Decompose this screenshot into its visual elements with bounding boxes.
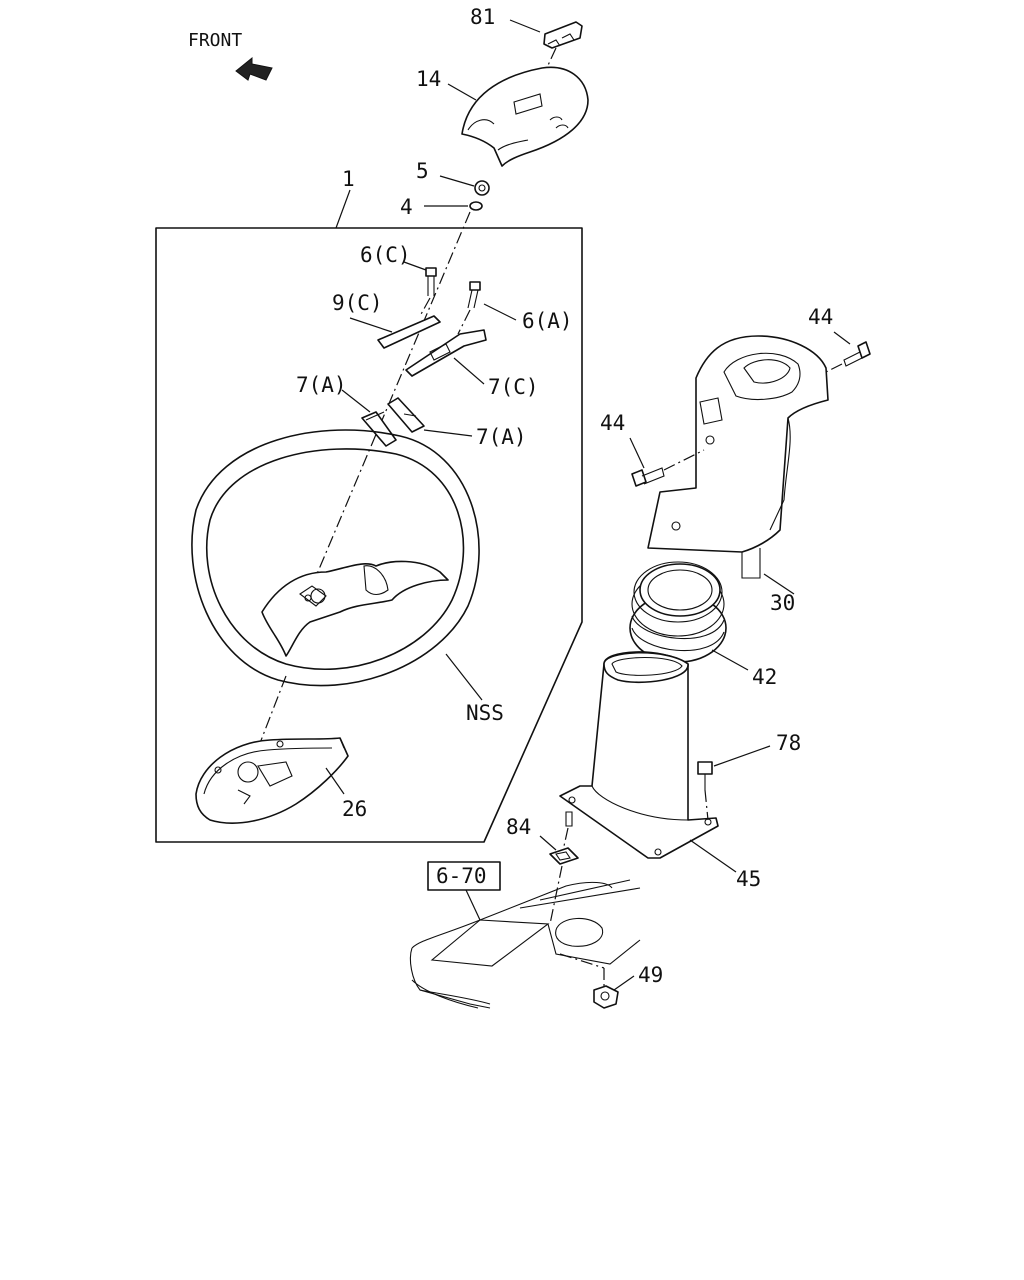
callout-44-left: 44	[600, 411, 625, 435]
part-30-column-cover	[647, 335, 829, 595]
part-7A-left-bracket	[341, 389, 397, 447]
callout-84: 84	[506, 815, 531, 839]
callout-30: 30	[770, 591, 795, 615]
callout-26: 26	[342, 797, 367, 821]
part-84-clip	[539, 811, 579, 925]
callout-4: 4	[400, 195, 413, 219]
callout-7A-left: 7(A)	[296, 373, 347, 397]
part-7C-bracket	[405, 329, 487, 385]
callout-81: 81	[470, 5, 495, 29]
part-49-nut	[593, 975, 635, 1009]
callout-45: 45	[736, 867, 761, 891]
front-label: FRONT	[188, 30, 242, 51]
front-indicator: FRONT	[188, 30, 273, 81]
part-5-nut	[439, 175, 490, 196]
callout-49: 49	[638, 963, 663, 987]
callout-6C: 6(C)	[360, 243, 411, 267]
part-6C-bolt	[403, 261, 437, 317]
part-4-washer	[424, 201, 483, 211]
part-42-bellows	[629, 561, 749, 671]
assembly-1-frame	[155, 189, 583, 843]
part-44-bolt-top	[825, 331, 871, 373]
part-44-bolt-left	[629, 437, 705, 487]
callout-78: 78	[776, 731, 801, 755]
part-78-bolt	[697, 745, 771, 821]
front-arrow-icon	[235, 56, 273, 81]
part-14-upper-cover	[447, 66, 589, 167]
callout-NSS: NSS	[466, 701, 504, 725]
reference-box-6-70	[427, 861, 501, 891]
callout-9C: 9(C)	[332, 291, 383, 315]
callout-44-top: 44	[808, 305, 833, 329]
callout-14: 14	[416, 67, 441, 91]
callout-6A: 6(A)	[522, 309, 573, 333]
callout-7A-right: 7(A)	[476, 425, 527, 449]
callout-42: 42	[752, 665, 777, 689]
part-7A-right-bracket	[387, 397, 473, 437]
part-9C-plate	[349, 315, 441, 349]
callout-7C: 7(C)	[488, 375, 539, 399]
shaft-centerline	[305, 211, 471, 601]
callout-1: 1	[342, 167, 355, 191]
part-45-housing	[559, 651, 737, 873]
part-26-horn-plate	[195, 675, 349, 824]
part-6A-bolt	[457, 281, 517, 335]
part-NSS-steering-wheel	[191, 429, 483, 701]
dash-panel-reference: 6-70	[409, 861, 641, 1009]
callout-5: 5	[416, 159, 429, 183]
reference-label: 6-70	[436, 864, 487, 888]
